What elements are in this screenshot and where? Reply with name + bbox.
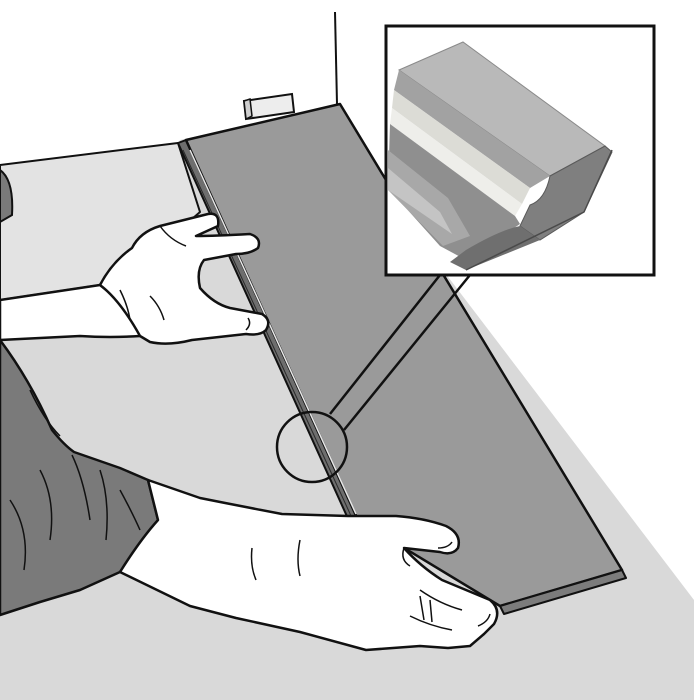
profile-detail-callout [386,26,654,275]
